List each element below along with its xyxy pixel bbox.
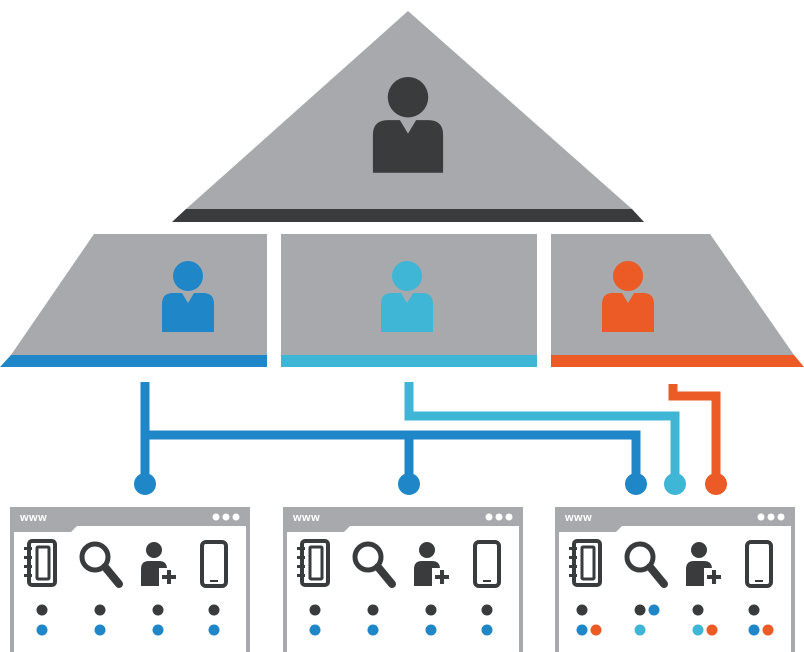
browser-address-tab (10, 526, 77, 532)
search-icon (624, 541, 668, 588)
middle-center-base-bar (281, 355, 537, 367)
status-dot (367, 604, 379, 616)
window-control-dot (505, 513, 513, 521)
status-dot (94, 604, 106, 616)
browser-title-bar (283, 507, 523, 526)
status-dots (692, 604, 718, 636)
status-dots (634, 604, 660, 636)
mobile-phone-icon (745, 540, 773, 588)
browser-window-right: www (555, 507, 795, 652)
search-icon (352, 541, 396, 588)
window-control-dot (495, 513, 503, 521)
status-dot (208, 624, 220, 636)
status-dot (576, 604, 588, 616)
status-dots (152, 604, 164, 636)
top-level-triangle (172, 11, 644, 222)
browser-url-label: www (19, 512, 47, 524)
status-dots (94, 604, 106, 636)
address-book-icon (297, 539, 330, 587)
status-dots (309, 604, 321, 636)
blue-connector (140, 382, 641, 476)
middle-level (0, 234, 804, 367)
browser-frame (10, 507, 250, 652)
connectors (140, 382, 721, 476)
mobile-phone-icon (473, 540, 501, 588)
middle-center-shape (281, 234, 537, 355)
status-dots (36, 604, 48, 636)
status-dot (367, 624, 379, 636)
window-control-dot (485, 513, 493, 521)
browser-url-label: www (564, 512, 592, 524)
browser-title-bar (10, 507, 250, 526)
status-dots (208, 604, 220, 636)
status-dot (152, 604, 164, 616)
address-book-icon (24, 539, 57, 587)
status-dot (425, 624, 437, 636)
middle-left-base-bar (0, 355, 267, 367)
status-dot (706, 624, 718, 636)
status-dots (748, 604, 774, 636)
cyan-connector (404, 382, 680, 476)
middle-right-trapezoid (551, 234, 804, 367)
window-control-dot (222, 513, 230, 521)
blue-endpoint-left (134, 473, 156, 495)
status-dot (590, 624, 602, 636)
browser-window-left: www (10, 507, 250, 652)
top-triangle-base-bar (172, 209, 644, 222)
status-dot (692, 604, 704, 616)
status-dot (648, 604, 660, 616)
status-dot (309, 624, 321, 636)
window-control-dot (757, 513, 765, 521)
browser-title-bar (555, 507, 795, 526)
browser-windows: www www www (10, 507, 795, 652)
middle-left-trapezoid (0, 234, 267, 367)
browser-window-middle: www (283, 507, 523, 652)
status-dot (576, 624, 588, 636)
status-dot (152, 624, 164, 636)
status-dots (481, 604, 493, 636)
blue-endpoint-right (625, 473, 647, 495)
window-control-dot (232, 513, 240, 521)
add-user-icon (686, 542, 724, 586)
orange-connector (668, 384, 721, 476)
window-control-dot (212, 513, 220, 521)
add-user-icon (414, 542, 452, 586)
status-dot (425, 604, 437, 616)
status-dot (634, 624, 646, 636)
status-dot (309, 604, 321, 616)
add-user-icon (141, 542, 179, 586)
status-dot (634, 604, 646, 616)
status-dot (36, 624, 48, 636)
status-dot (748, 624, 760, 636)
blue-endpoint-middle (398, 473, 420, 495)
status-dot (762, 624, 774, 636)
browser-address-tab (283, 526, 350, 532)
mobile-phone-icon (200, 540, 228, 588)
status-dot (208, 604, 220, 616)
status-dot (481, 624, 493, 636)
middle-left-shape (11, 234, 267, 355)
status-dot (94, 624, 106, 636)
browser-frame (283, 507, 523, 652)
status-dots (576, 604, 602, 636)
status-dot (748, 604, 760, 616)
address-book-icon (569, 539, 602, 587)
middle-right-shape (551, 234, 794, 355)
window-control-dot (777, 513, 785, 521)
status-dot (692, 624, 704, 636)
browser-address-tab (555, 526, 622, 532)
status-dots (425, 604, 437, 636)
window-control-dot (767, 513, 775, 521)
middle-center-rect (281, 234, 537, 367)
connector-endpoints (134, 473, 727, 495)
browser-url-label: www (292, 512, 320, 524)
search-icon (79, 541, 123, 588)
orange-endpoint (705, 473, 727, 495)
status-dot (36, 604, 48, 616)
cyan-endpoint (664, 473, 686, 495)
status-dots (367, 604, 379, 636)
status-dot (481, 604, 493, 616)
middle-right-base-bar (551, 355, 804, 367)
